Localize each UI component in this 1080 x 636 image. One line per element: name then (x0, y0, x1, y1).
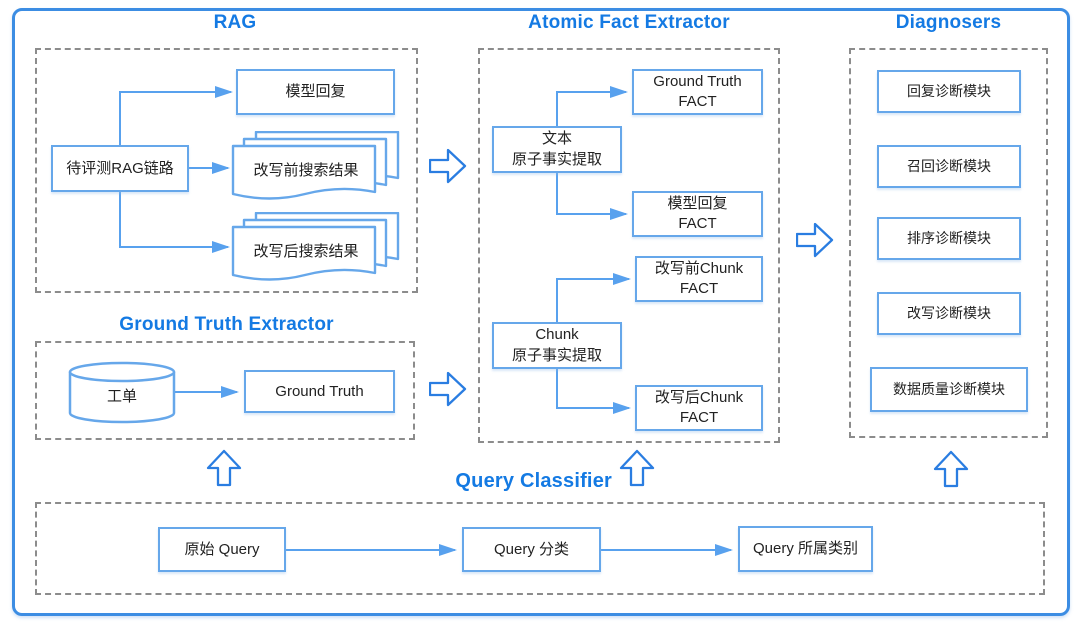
node-label: 排序诊断模块 (907, 230, 991, 247)
rag-section-frame (35, 48, 418, 293)
node-reply-diagnosis-module: 回复诊断模块 (877, 70, 1021, 113)
atomic-fact-extractor-title: Atomic Fact Extractor (528, 12, 730, 33)
node-label-line1: 模型回复 (667, 194, 728, 212)
node-work-order: 工单 (106, 387, 137, 405)
node-text-atomic-fact-extractor: 文本 原子事实提取 (492, 126, 622, 173)
node-label: 回复诊断模块 (907, 83, 991, 100)
document-stack-pre-rewrite (231, 131, 400, 200)
node-pre-rewrite-search-results: 改写前搜索结果 (253, 161, 359, 179)
node-post-rewrite-search-results: 改写后搜索结果 (253, 242, 359, 260)
node-query-category: Query 所属类别 (738, 526, 873, 572)
node-original-query: 原始 Query (158, 527, 286, 572)
node-label-line2: FACT (679, 280, 719, 297)
node-label-line2: FACT (678, 215, 717, 232)
node-label-line1: 文本 (541, 130, 572, 148)
node-label-line2: 原子事实提取 (511, 346, 602, 364)
block-arrow-right-extractor-to-diagnosers-icon (796, 222, 834, 258)
node-label-line2: 原子事实提取 (511, 150, 602, 168)
diagnosers-title: Diagnosers (895, 12, 1002, 33)
node-ground-truth-fact: Ground Truth FACT (632, 69, 763, 115)
block-arrow-up-to-gte-icon (206, 449, 242, 487)
node-rag-pipeline-under-test: 待评测RAG链路 (51, 145, 189, 192)
node-model-reply: 模型回复 (236, 69, 395, 115)
document-stack-post-rewrite (231, 212, 400, 281)
query-classifier-frame (35, 502, 1045, 595)
node-query-classify: Query 分类 (462, 527, 601, 572)
ground-truth-extractor-frame (35, 341, 415, 440)
node-data-quality-diagnosis-module: 数据质量诊断模块 (870, 367, 1028, 412)
node-label: 数据质量诊断模块 (893, 381, 1005, 398)
node-label: 召回诊断模块 (907, 158, 991, 175)
node-label-line1: 改写后Chunk (654, 388, 744, 406)
node-label-line1: Chunk (535, 326, 579, 344)
ground-truth-extractor-title: Ground Truth Extractor (119, 314, 334, 335)
block-arrow-right-gte-to-extractor-icon (429, 371, 467, 407)
block-arrow-right-rag-to-extractor-icon (429, 148, 467, 184)
node-ground-truth: Ground Truth (244, 370, 395, 413)
rag-section-title: RAG (213, 12, 257, 33)
node-ranking-diagnosis-module: 排序诊断模块 (877, 217, 1021, 260)
atomic-fact-extractor-frame (478, 48, 780, 443)
node-label: Query 所属类别 (752, 540, 858, 558)
node-label-line1: 改写前Chunk (654, 259, 744, 277)
node-label: 待评测RAG链路 (66, 159, 174, 177)
database-cylinder-icon (68, 361, 176, 424)
query-classifier-title: Query Classifier (455, 470, 612, 492)
node-label-line2: FACT (679, 409, 719, 426)
node-chunk-atomic-fact-extractor: Chunk 原子事实提取 (492, 322, 622, 369)
node-label: 原始 Query (184, 540, 260, 558)
node-label-line1: Ground Truth (653, 72, 742, 90)
node-post-rewrite-chunk-fact: 改写后Chunk FACT (635, 385, 763, 431)
node-label-line2: FACT (678, 93, 717, 110)
diagram-outer-frame (12, 8, 1070, 616)
node-rewrite-diagnosis-module: 改写诊断模块 (877, 292, 1021, 335)
node-label: 改写诊断模块 (907, 305, 991, 322)
node-label: Ground Truth (275, 382, 364, 400)
block-arrow-up-to-diagnosers-icon (933, 450, 969, 488)
node-label: Query 分类 (493, 540, 569, 558)
node-label: 模型回复 (285, 83, 346, 101)
node-model-reply-fact: 模型回复 FACT (632, 191, 763, 237)
diagnosers-frame (849, 48, 1048, 438)
node-recall-diagnosis-module: 召回诊断模块 (877, 145, 1021, 188)
block-arrow-up-to-extractor-icon (619, 449, 655, 487)
node-pre-rewrite-chunk-fact: 改写前Chunk FACT (635, 256, 763, 302)
